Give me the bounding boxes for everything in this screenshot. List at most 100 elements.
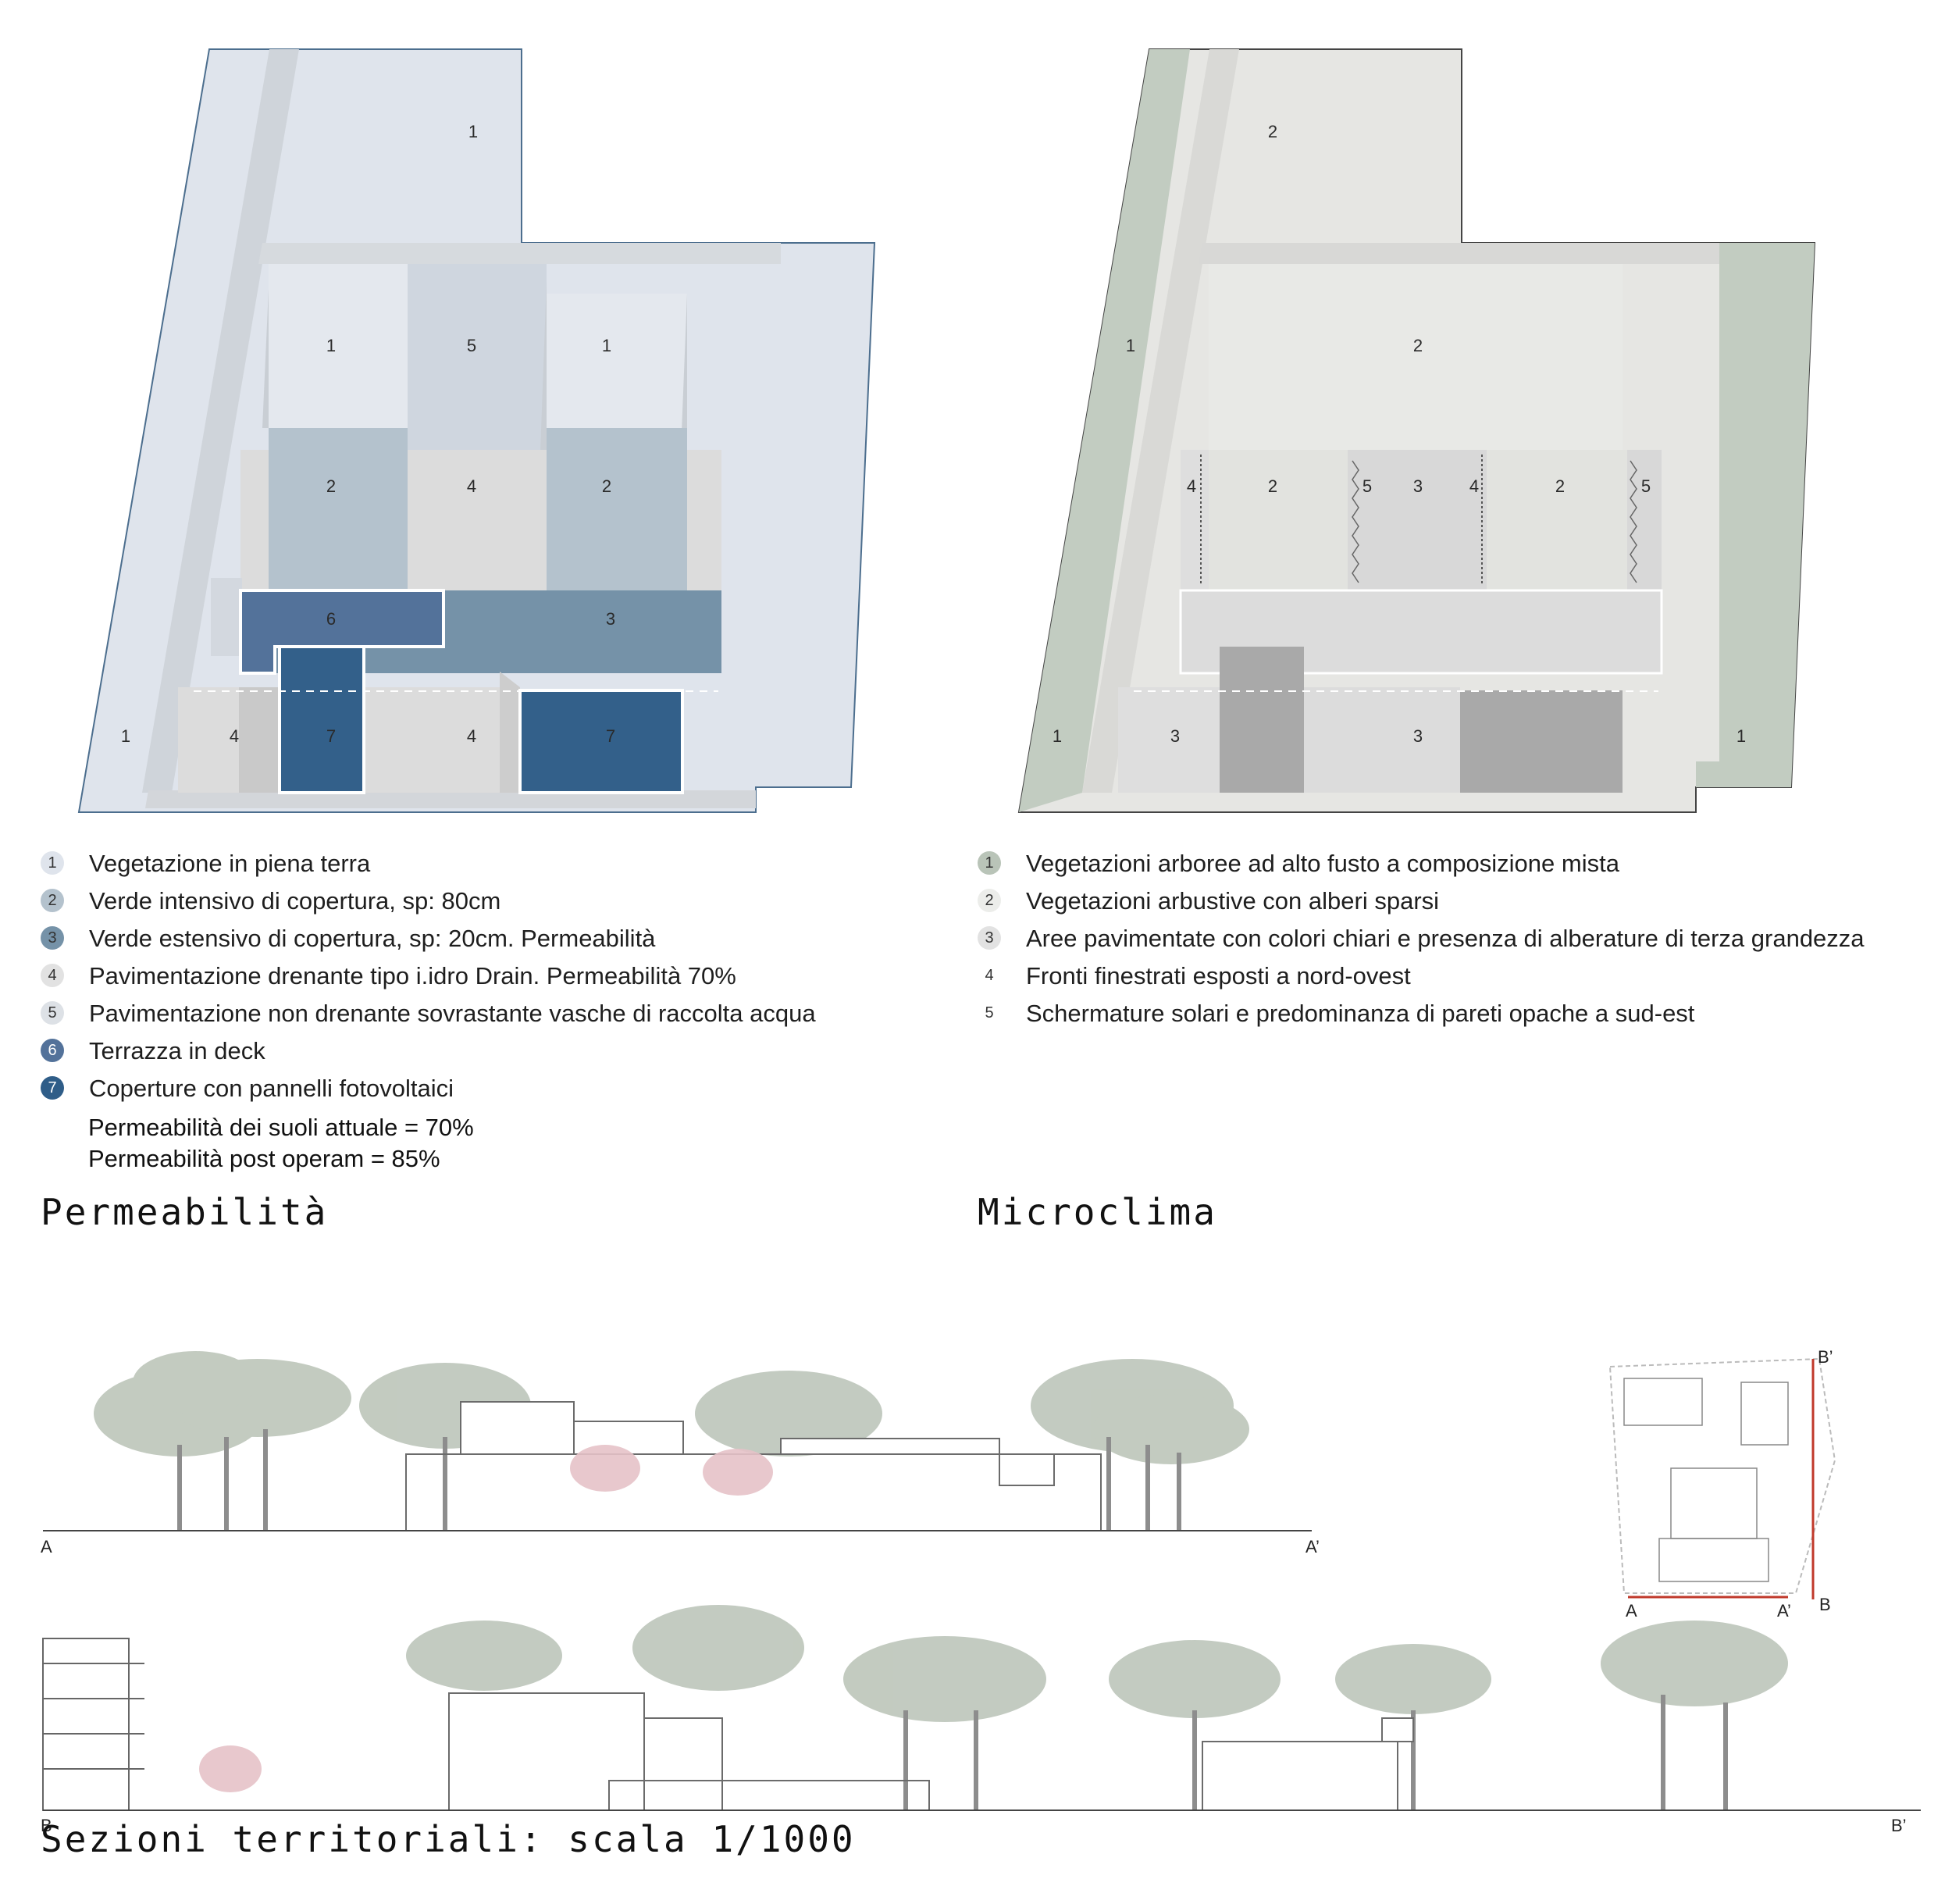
permeabilita-badge-6: 6	[41, 1039, 64, 1062]
zone-frame-left	[240, 450, 269, 590]
key-plan-building-4	[1658, 1538, 1769, 1582]
section-a-trunks	[177, 1429, 1181, 1531]
permeabilita-item-4: 4 Pavimentazione drenante tipo i.idro Dra…	[41, 957, 939, 995]
microclima-label-1: Vegetazioni arboree ad alto fusto a comp…	[1026, 850, 1619, 877]
permeabilita-label-7: Coperture con pannelli fotovoltaici	[89, 1075, 454, 1102]
section-b-trunks	[903, 1695, 1728, 1810]
tree-band-left	[1019, 49, 1190, 812]
microclima-label-5: Schermature solari e predominanza di par…	[1026, 1000, 1695, 1027]
zone-1-right	[547, 294, 687, 428]
permeabilita-badge-3: 3	[41, 926, 64, 950]
road-strip-m	[1082, 49, 1239, 793]
microclima-label-3: Aree pavimentate con colori chiari e pre…	[1026, 925, 1865, 952]
permeabilita-label-3: Verde estensivo di copertura, sp: 20cm. …	[89, 925, 656, 952]
zone-4-center	[408, 450, 547, 590]
microclima-zone-number: 1	[1126, 336, 1135, 355]
zone-side-strip	[211, 578, 242, 656]
zone-2-right	[547, 428, 687, 590]
microclima-item-2: 2 Vegetazioni arbustive con alberi sparsi	[978, 882, 1874, 920]
microclima-zone-number: 2	[1268, 476, 1277, 496]
shadow-3	[681, 294, 687, 451]
permeabilita-label-4: Pavimentazione drenante tipo i.idro Drai…	[89, 962, 736, 989]
permeabilita-zone-number: 7	[606, 726, 615, 746]
microclima-badge-3: 3	[978, 926, 1001, 950]
zone-3-lower	[1304, 687, 1460, 793]
microclima-item-5: 5 Schermature solari e predominanza di pa…	[978, 995, 1874, 1032]
microclima-item-1: 1 Vegetazioni arboree ad alto fusto a com…	[978, 845, 1874, 882]
label-a-prime: A’	[1305, 1537, 1320, 1556]
permeabilita-zone-number: 2	[326, 476, 336, 496]
key-label-b-prime: B’	[1818, 1347, 1833, 1367]
zone-1-left	[269, 264, 408, 428]
section-b-trees	[406, 1605, 1788, 1722]
permeabilita-zone-number: 4	[230, 726, 239, 746]
microclima-badge-1: 1	[978, 851, 1001, 875]
key-label-a-prime: A’	[1777, 1601, 1791, 1621]
label-b-prime: B’	[1891, 1816, 1907, 1835]
permeabilita-zone-number: 4	[467, 476, 476, 496]
section-a-trees	[94, 1351, 1249, 1464]
shading-mark-1	[1352, 460, 1359, 583]
permeabilita-badge-4: 4	[41, 964, 64, 987]
microclima-legend: 1 Vegetazioni arboree ad alto fusto a com…	[978, 845, 1874, 1032]
tree-band-right	[1696, 243, 1815, 787]
microclima-zone-number: 3	[1413, 476, 1423, 496]
key-label-b: B	[1819, 1595, 1831, 1614]
zone-frame-right	[687, 450, 721, 590]
key-plan-outline	[1608, 1357, 1836, 1594]
microclima-zone-number: 1	[1053, 726, 1062, 746]
permeabilita-note-actual: Permeabilità dei suoli attuale = 70%	[88, 1114, 474, 1141]
permeabilita-badge-1: 1	[41, 851, 64, 875]
microclima-badge-2: 2	[978, 889, 1001, 912]
shadow-4	[239, 687, 280, 793]
zone-5	[408, 264, 547, 450]
band-m	[1179, 589, 1663, 675]
microclima-badge-5: 5	[985, 1004, 994, 1022]
permeabilita-label-5: Pavimentazione non drenante sovrastante …	[89, 1000, 816, 1027]
microclima-zone-number: 5	[1362, 476, 1372, 496]
microclima-item-4: 4 Fronti finestrati esposti a nord-ovest	[978, 957, 1874, 995]
microclima-badge-4: 4	[985, 967, 994, 984]
microclima-label-4: Fronti finestrati esposti a nord-ovest	[1026, 962, 1411, 989]
zone-6	[239, 589, 445, 675]
shading-mark-2	[1630, 460, 1637, 583]
zone-2-left-m	[1209, 450, 1348, 590]
permeabilita-zone-number: 4	[467, 726, 476, 746]
zone-4-lower	[364, 687, 520, 793]
label-a: A	[41, 1537, 52, 1556]
zone-3-middle	[1348, 450, 1487, 590]
heading-permeabilita: Permeabilità	[41, 1191, 329, 1233]
zone-7-left	[278, 645, 365, 794]
permeabilita-zone-number: 3	[606, 609, 615, 629]
microclima-zone-number: 2	[1555, 476, 1565, 496]
path-strip-m	[1199, 243, 1719, 264]
permeabilita-zone-number: 2	[602, 476, 611, 496]
permeabilita-zone-number: 5	[467, 336, 476, 355]
zone-2-upper	[1209, 264, 1623, 450]
permeabilita-item-3: 3 Verde estensivo di copertura, sp: 20cm.…	[41, 920, 939, 957]
microclima-zone-number: 3	[1413, 726, 1423, 746]
key-plan: A A’ B B’	[1608, 1347, 1836, 1621]
key-plan-building-2	[1740, 1382, 1789, 1446]
zone-edge-left	[1181, 450, 1209, 590]
zone-dark-right	[1460, 690, 1623, 793]
permeabilita-badge-2: 2	[41, 889, 64, 912]
permeabilita-zone-number: 1	[602, 336, 611, 355]
key-plan-building-1	[1623, 1378, 1703, 1426]
permeabilita-badge-7: 7	[41, 1076, 64, 1100]
zone-7-right	[518, 689, 684, 794]
key-plan-building-3	[1670, 1467, 1758, 1539]
zone-3-lower-left	[1118, 687, 1220, 793]
path-strip	[258, 243, 781, 264]
microclima-item-3: 3 Aree pavimentate con colori chiari e pr…	[978, 920, 1874, 957]
microclima-label-2: Vegetazioni arbustive con alberi sparsi	[1026, 887, 1440, 915]
